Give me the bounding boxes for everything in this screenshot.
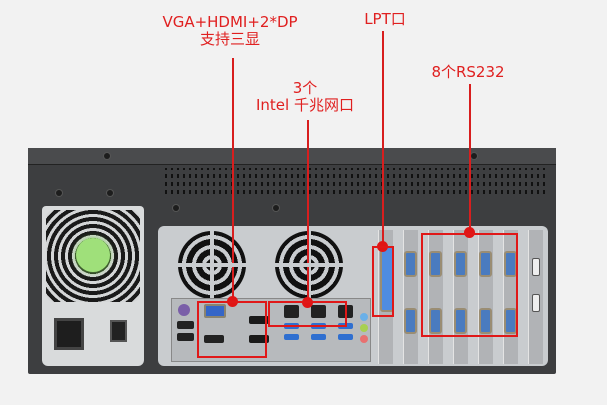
display-annotation-line1: VGA+HDMI+2*DP [162, 13, 298, 31]
usb-port-icon [177, 321, 194, 329]
displayport-icon [249, 335, 269, 343]
serial-port-icon [479, 251, 492, 277]
usb3-port-icon [338, 334, 353, 340]
serial-port-icon [429, 308, 442, 334]
rs232-annotation: 8个RS232 [418, 64, 518, 81]
lan-callout-box [268, 301, 347, 327]
lan-annotation-line1: 3个 [292, 79, 318, 97]
usb-port-icon [532, 294, 540, 312]
lan-annotation: 3个 Intel 千兆网口 [240, 80, 370, 114]
display-annotation: VGA+HDMI+2*DP 支持三显 [147, 14, 313, 48]
usb-port-icon [532, 258, 540, 276]
screw-icon [471, 153, 477, 159]
lpt-callout-line [382, 31, 384, 246]
serial-port-icon [479, 308, 492, 334]
fan-icon [275, 231, 343, 299]
screw-icon [104, 153, 110, 159]
psu-fan-icon [46, 210, 140, 302]
rear-io-shield [171, 298, 371, 362]
serial-port-icon [429, 251, 442, 277]
display-callout-line [232, 58, 234, 302]
lan-callout-line [307, 120, 309, 303]
audio-jack-icon [360, 324, 368, 332]
lpt-callout-box [372, 246, 394, 317]
hdmi-port-icon [204, 335, 224, 343]
displayport-icon [249, 316, 269, 324]
lpt-annotation-line1: LPT口 [364, 10, 406, 28]
screw-icon [56, 190, 62, 196]
screw-icon [107, 190, 113, 196]
ps2-port-icon [178, 304, 190, 316]
ventilation-grille [165, 168, 549, 194]
serial-port-icon [404, 308, 417, 334]
rs232-callout-box [421, 233, 518, 337]
lan-port-icon [284, 305, 299, 318]
serial-port-icon [454, 308, 467, 334]
screw-icon [273, 205, 279, 211]
screw-icon [173, 205, 179, 211]
usb-port-icon [177, 333, 194, 341]
serial-port-icon [404, 251, 417, 277]
power-supply [42, 206, 144, 366]
ipc-chassis-rear [28, 148, 556, 374]
vga-port-icon [204, 304, 226, 318]
lpt-annotation: LPT口 [355, 11, 415, 28]
serial-port-icon [454, 251, 467, 277]
chassis-top-lip [28, 148, 556, 165]
audio-jack-icon [360, 313, 368, 321]
lan-port-icon [311, 305, 326, 318]
usb3-port-icon [311, 334, 326, 340]
usb3-port-icon [284, 334, 299, 340]
psu-fan-hub [76, 238, 110, 272]
rs232-callout-dot [464, 227, 475, 238]
display-annotation-line2: 支持三显 [199, 30, 260, 48]
rs232-callout-line [469, 84, 471, 232]
fan-icon [178, 231, 246, 299]
power-inlet-icon [54, 318, 84, 350]
rs232-annotation-line1: 8个RS232 [431, 63, 505, 81]
lan-annotation-line2: Intel 千兆网口 [256, 96, 354, 114]
audio-jack-icon [360, 335, 368, 343]
display-callout-box [197, 301, 267, 358]
power-switch[interactable] [110, 320, 127, 342]
